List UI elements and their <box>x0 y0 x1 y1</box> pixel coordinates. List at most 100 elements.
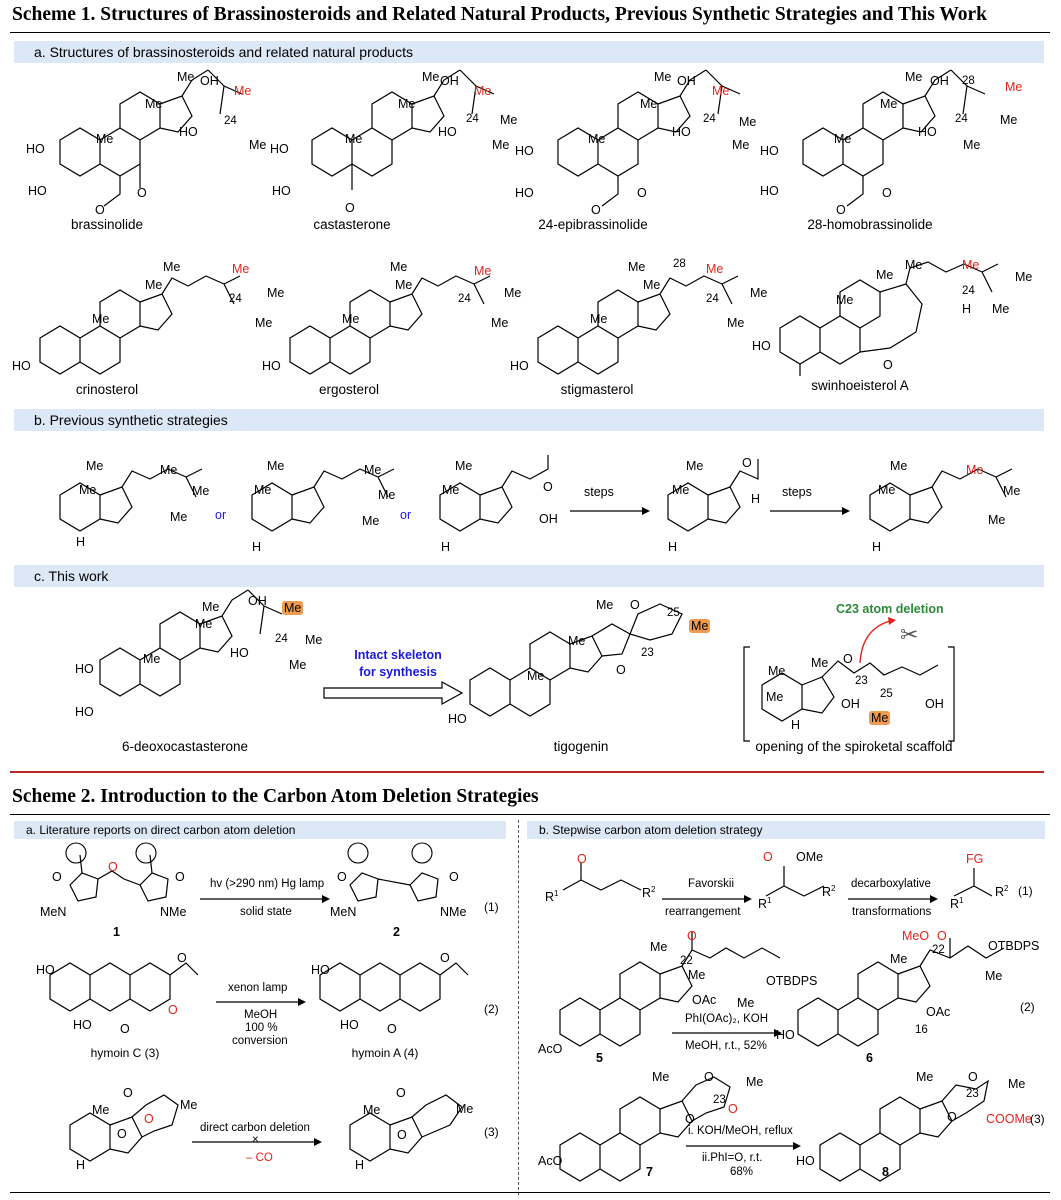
b1-below2: transformations <box>852 906 932 918</box>
open-oh2: OH <box>925 697 944 711</box>
r3p-me1: Me <box>363 1103 381 1117</box>
b3-eq: (3) <box>1030 1112 1045 1126</box>
castasterone-me4: Me <box>500 113 518 127</box>
open-me-highlight: Me <box>869 711 891 725</box>
castasterone-me-red: Me <box>474 84 492 98</box>
prod-me1: Me <box>890 459 908 473</box>
c3-o3: O <box>120 1022 130 1036</box>
swinhoeisterol-h: H <box>962 302 972 316</box>
castasterone-me5: Me <box>492 138 510 152</box>
swinhoeisterol-me3: Me <box>905 258 923 272</box>
b2-arrow <box>672 1029 782 1037</box>
b1-sm-structure <box>562 862 642 891</box>
b1-arrow2 <box>848 895 938 903</box>
c7-c23: 23 <box>713 1094 726 1106</box>
c8-ho: HO <box>796 1154 815 1168</box>
rxn3-below: – CO <box>246 1152 273 1165</box>
c7-o2: O <box>728 1102 738 1116</box>
c5-label: 5 <box>596 1051 603 1065</box>
ergosterol-me3: Me <box>390 260 408 274</box>
castasterone-me2: Me <box>398 97 416 111</box>
tigogenin-structure <box>469 603 683 717</box>
compound-6-structure <box>797 938 1005 1047</box>
open-c25: 25 <box>880 688 893 700</box>
castasterone-o: O <box>345 201 355 215</box>
swinhoeisterol-structure <box>779 261 999 376</box>
swinhoeisterol-name: swinhoeisterol A <box>811 378 909 393</box>
c2-label: 2 <box>393 925 400 939</box>
rxn3-co: – CO <box>246 1152 273 1164</box>
epibrassinolide-name: 24-epibrassinolide <box>538 217 648 232</box>
tigogenin-ho: HO <box>448 712 467 726</box>
deoxo-ho2: HO <box>75 705 94 719</box>
opening-name: opening of the spiroketal scaffold <box>755 739 953 754</box>
sm1-me1: Me <box>86 459 104 473</box>
b1-pdt-structure <box>953 868 993 897</box>
homobrassinolide-structure <box>802 69 986 207</box>
rxn3-pdt-structure <box>349 1094 463 1162</box>
rxn3-x: × <box>252 1134 259 1146</box>
brassinolide-ho1: HO <box>26 142 45 156</box>
homobrassinolide-me3: Me <box>905 70 923 84</box>
c1-o2: O <box>108 860 118 874</box>
panel-a-header: a. Literature reports on direct carbon a… <box>14 821 506 839</box>
swinhoeisterol-me4: Me <box>1015 270 1033 284</box>
open-o: O <box>843 652 853 666</box>
c3-o2: O <box>168 1003 178 1017</box>
sm2-me4: Me <box>362 514 380 528</box>
rxn2-eq: (2) <box>484 1002 499 1016</box>
hymoin-c-name: hymoin C (3) <box>70 1046 180 1060</box>
deoxo-oh: OH <box>248 594 267 608</box>
castasterone-oh: OH <box>440 74 459 88</box>
rxn2-below1: MeOH <box>244 1009 278 1021</box>
rxn1-eq: (1) <box>484 900 499 914</box>
c8-coome: COOMe <box>986 1112 1032 1126</box>
b3-above: i. KOH/MeOH, reflux <box>688 1125 793 1137</box>
crinosterol-me2: Me <box>145 278 163 292</box>
tigogenin-me2: Me <box>568 634 586 648</box>
r3sm-me2: Me <box>180 1098 198 1112</box>
c6-label: 6 <box>866 1051 873 1065</box>
c6-c22: 22 <box>932 944 945 956</box>
hymoin-a-structure <box>319 962 469 1012</box>
scheme1-title: Scheme 1. Structures of Brassinosteroids… <box>12 4 988 25</box>
open-h: H <box>791 718 801 732</box>
scissors-icon: ✂ <box>900 622 919 647</box>
castasterone-ho2: HO <box>272 184 291 198</box>
sm3-h: H <box>441 540 451 554</box>
r3p-me2: Me <box>456 1102 474 1116</box>
b1-eq: (1) <box>1018 884 1033 898</box>
deoxo-me3: Me <box>202 600 220 614</box>
r3p-o2: O <box>397 1128 407 1142</box>
epibrassinolide-o: O <box>637 186 647 200</box>
brassinolide-ho3: HO <box>179 125 198 139</box>
stigmasterol-me3: Me <box>628 260 646 274</box>
c2-o2: O <box>449 870 459 884</box>
r3sm-me1: Me <box>92 1103 110 1117</box>
scheme-divider <box>10 771 1044 773</box>
brassinolide-oh: OH <box>200 74 219 88</box>
ergosterol-name: ergosterol <box>318 382 380 397</box>
r3sm-o1: O <box>123 1086 133 1100</box>
swinhoeisterol-me5: Me <box>992 302 1010 316</box>
castasterone-me1: Me <box>345 132 363 146</box>
rxn1-arrow <box>200 895 330 903</box>
b1-mid-structure <box>765 866 825 897</box>
steps-arrow-2 <box>770 507 850 515</box>
brassinolide-o: O <box>137 186 147 200</box>
deoxo-ho3: HO <box>230 646 249 660</box>
c8-c23: 23 <box>966 1088 979 1100</box>
deletion-curved-arrow <box>859 617 896 664</box>
epibrassinolide-me3: Me <box>654 70 672 84</box>
homobrassinolide-c24: 24 <box>955 113 968 125</box>
c4-ho2: HO <box>340 1018 359 1032</box>
castasterone-name: castasterone <box>313 217 391 232</box>
c7-aco: AcO <box>538 1154 563 1168</box>
rxn1-below: solid state <box>240 906 292 918</box>
c5-me2: Me <box>688 968 706 982</box>
b3-below2: 68% <box>730 1166 754 1178</box>
open-oh1: OH <box>841 697 860 711</box>
c1-nme: NMe <box>160 905 187 919</box>
epibrassinolide-oh: OH <box>677 74 696 88</box>
epibrassinolide-o2: O <box>591 203 601 217</box>
